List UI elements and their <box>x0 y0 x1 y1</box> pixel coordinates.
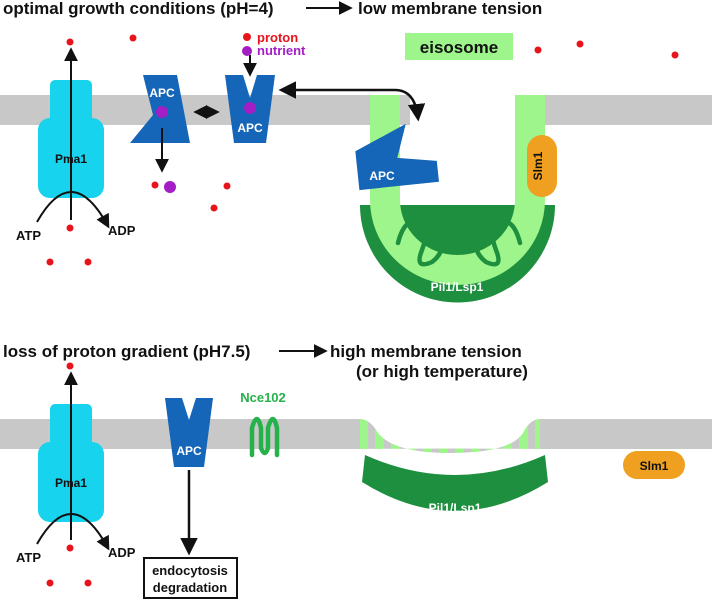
legend-nutrient: nutrient <box>257 43 306 58</box>
top-condition-text: optimal growth conditions (pH=4) <box>3 0 274 18</box>
eisosome-invagination <box>370 95 545 285</box>
slm1-protein <box>623 451 685 479</box>
bottom-result-line2: (or high temperature) <box>356 362 528 381</box>
top-result-text: low membrane tension <box>358 0 542 18</box>
membrane <box>540 419 712 449</box>
slm1-label: Slm1 <box>531 151 545 180</box>
flattened-eisosome-membrane <box>360 419 540 453</box>
apc-relocation-arrow <box>278 81 426 122</box>
atp-adp-arrow <box>36 191 110 229</box>
bottom-condition-text: loss of proton gradient (pH7.5) <box>3 342 250 361</box>
pil1-label: Pil1/Lsp1 <box>431 280 484 294</box>
adp-label: ADP <box>108 545 136 560</box>
apc-label: APC <box>176 444 202 458</box>
atp-adp-arrow <box>36 513 110 551</box>
atp-label: ATP <box>16 228 41 243</box>
eisosome-label-box <box>405 33 513 60</box>
atp-label: ATP <box>16 550 41 565</box>
nce102-label: Nce102 <box>436 204 482 219</box>
pil1-label: Pil1/Lsp1 <box>429 501 482 515</box>
pil1-lsp1-scaffold <box>362 455 548 511</box>
nutrient-molecule <box>156 106 168 118</box>
legend-proton: proton <box>257 30 298 45</box>
fate-line1: endocytosis <box>152 563 228 578</box>
bottom-result-line1: high membrane tension <box>330 342 522 361</box>
apc-transporter-eisosome <box>355 123 439 191</box>
nce102-protein <box>249 416 280 458</box>
slm1-protein <box>527 135 557 197</box>
nce102-protein <box>395 219 523 267</box>
nce102-label: Nce102 <box>240 390 286 405</box>
fate-line2: degradation <box>153 580 227 595</box>
apc-transporter <box>165 398 213 467</box>
eisosome-label: eisosome <box>420 38 498 57</box>
nutrient-molecule <box>244 102 256 114</box>
slm1-label: Slm1 <box>640 459 669 473</box>
adp-label: ADP <box>108 223 136 238</box>
protons <box>46 362 92 587</box>
apc-left-label: APC <box>149 86 175 100</box>
apc-mid-label: APC <box>237 121 263 135</box>
proton-legend-dot <box>243 33 251 41</box>
nutrient-molecule <box>164 181 176 193</box>
nutrient-legend-dot <box>242 46 252 56</box>
apc-eisosome-label: APC <box>369 169 395 183</box>
membrane <box>530 95 712 125</box>
fate-box <box>143 557 238 599</box>
